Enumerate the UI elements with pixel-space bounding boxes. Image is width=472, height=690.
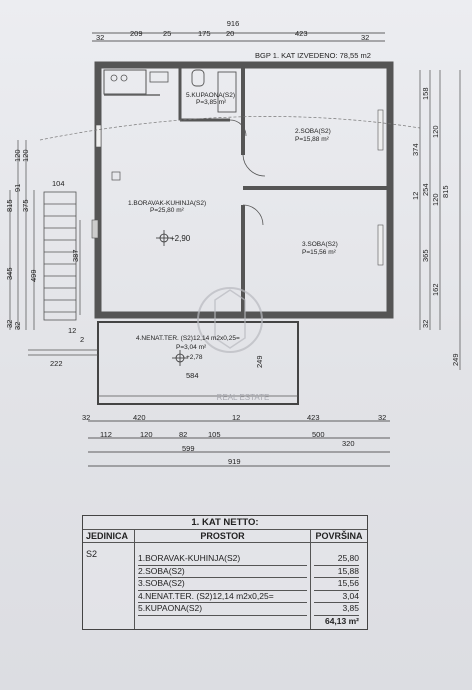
dim-right: 254 [421,183,430,196]
table-row: 4.NENAT.TER. (S2)12,14 m2x0,25= [138,591,307,603]
dim-top: 423 [295,29,308,38]
dim-right: 249 [451,353,460,366]
room2-name: 2.SOBA(S2) [295,128,331,135]
dim-right: 162 [431,283,440,296]
dim-top: 209 [130,29,143,38]
dim-right: 120 [431,125,440,138]
dim-bottom: 423 [307,413,320,422]
dim-right: 815 [441,185,450,198]
area-value: 3,04 [314,591,359,603]
table-row: 3.SOBA(S2) [138,578,307,591]
dim-left: 815 [5,199,14,212]
watermark-text: REAL ESTATE [217,393,270,402]
dim-top: 32 [361,33,369,42]
room1-area: P=25,80 m² [150,207,185,214]
table-title: 1. KAT NETTO: [191,517,259,528]
dim-left: 120 [21,149,30,162]
room3-name: 3.SOBA(S2) [302,241,338,248]
dim-bottom: 120 [140,430,153,439]
dim-bottom: 32 [378,413,386,422]
area-value: 15,56 [314,578,359,591]
header-area: POVRŠINA [315,531,363,541]
table-row: 1.BORAVAK-KUHINJA(S2) [138,553,307,566]
plan-title: BGP 1. KAT IZVEDENO: 78,55 m2 [255,51,371,60]
area-table: 1. KAT NETTO: JEDINICA PROSTOR POVRŠINA … [82,515,368,630]
dim-right: 12 [411,192,420,200]
dim-left: 120 [13,149,22,162]
dim-right: 374 [411,143,420,156]
dim-top-total: 916 [227,19,240,28]
dim-top: 25 [163,29,171,38]
dim-bottom: 12 [232,413,240,422]
header-unit: JEDINICA [83,530,135,542]
room1-name: 1.BORAVAK-KUHINJA(S2) [128,200,206,207]
dim-top: 20 [226,29,234,38]
dim-left: 375 [21,199,30,212]
dim-left: 32 [13,322,22,330]
dim-left: 12 [68,326,76,335]
dim-right: 120 [431,193,440,206]
header-space: PROSTOR [135,530,311,542]
dim-terrace: 584 [186,371,199,380]
room3-area: P=15,56 m² [302,249,337,256]
dim-terrace: 249 [255,355,264,368]
dim-left: 499 [29,269,38,282]
dim-top: 175 [198,29,211,38]
room4-name: 4.NENAT.TER. (S2)12,14 m2x0,25= [136,335,240,342]
area-value: 15,88 [314,566,359,578]
dim-left: 104 [52,179,65,188]
table-row: 5.KUPAONA(S2) [138,603,307,616]
dim-bottom: 320 [342,439,355,448]
dim-right: 32 [421,320,430,328]
dim-right: 158 [421,87,430,100]
dim-bottom: 105 [208,430,221,439]
dim-bottom: 112 [100,430,112,439]
room-bath-area: P=3,85 m² [196,99,227,106]
dim-left: 32 [5,320,14,328]
unit-cell: S2 [83,543,135,629]
dim-top: 32 [96,33,104,42]
dim-left: 2 [80,335,84,344]
dim-left: 222 [50,359,63,368]
dim-bottom: 919 [228,457,241,466]
dim-right: 365 [421,249,430,262]
table-row: 2.SOBA(S2) [138,566,307,578]
dim-left: 91 [13,184,22,192]
area-value: 3,85 [314,603,359,616]
area-total: 64,13 m² [324,615,359,626]
level-marker-2: +2,78 [186,354,203,361]
dim-bottom: 420 [133,413,146,422]
dim-bottom: 82 [179,430,187,439]
level-marker-1: +2,90 [170,234,191,243]
dim-left: 345 [5,267,14,280]
room-bath-name: 5.KUPAONA(S2) [186,92,235,99]
dim-bottom: 599 [182,444,195,453]
dim-left: 387 [71,249,80,262]
room2-area: P=15,88 m² [295,136,330,143]
area-value: 25,80 [314,553,359,566]
dim-bottom: 32 [82,413,90,422]
room4-area: P=3,04 m² [176,344,207,351]
dim-bottom: 500 [312,430,325,439]
